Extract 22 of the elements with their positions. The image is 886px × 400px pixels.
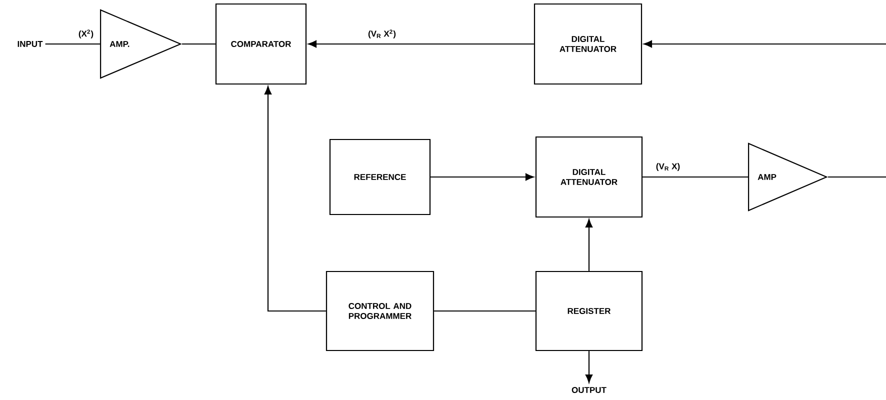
connector [182,43,216,45]
terminal-label: OUTPUT [572,387,606,393]
connector [585,219,593,271]
connector [585,351,593,383]
block-box: CONTROL AND PROGRAMMER [326,270,434,352]
block-box: COMPARATOR [215,3,307,85]
block-box: DIGITAL ATTENUATOR [535,136,643,218]
edge-label: (V$_{R}$ X$^{2}$) [368,30,396,38]
block-box: REGISTER [535,270,643,352]
connector [434,310,536,312]
connector [308,40,534,48]
edge-label: (X$^{2}$) [78,30,94,38]
connector [264,86,326,312]
terminal-label: INPUT [18,41,43,47]
connector [45,43,100,45]
connector [828,176,886,178]
connector [430,173,534,181]
connector [642,176,748,178]
block-box: REFERENCE [329,138,431,216]
edge-label: (V$_{R}$ X) [656,163,680,171]
connector [644,40,886,48]
block-box: DIGITAL ATTENUATOR [534,3,642,85]
